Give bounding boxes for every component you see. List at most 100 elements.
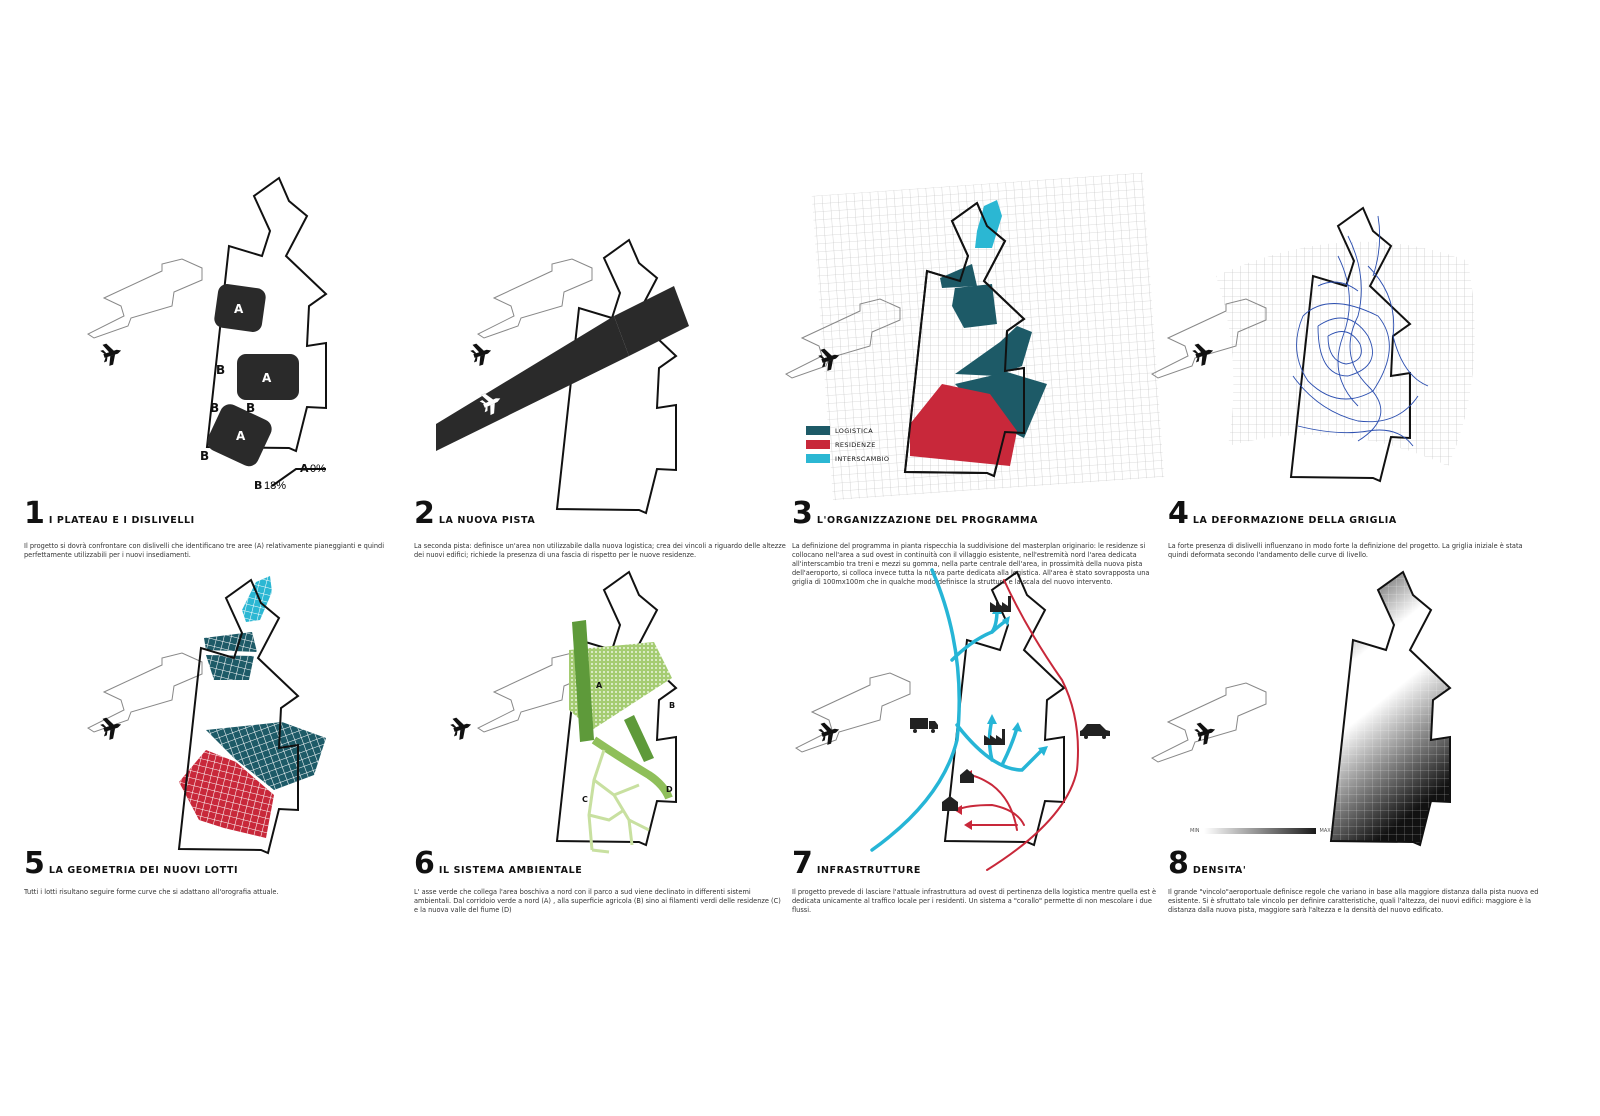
scale-b-label: B <box>254 479 262 492</box>
airplane-icon <box>1190 339 1217 368</box>
legend-swatch <box>806 454 830 463</box>
panel-description: Il progetto si dovrà confrontare con dis… <box>24 542 385 559</box>
logistica-area-3 <box>955 326 1032 376</box>
plateau-a2-label: A <box>262 371 272 385</box>
panel-title: DENSITA' <box>1192 865 1247 876</box>
airplane-icon <box>448 713 475 742</box>
label-b: B <box>669 701 675 710</box>
panel-description: Il progetto prevede di lasciare l'attual… <box>792 888 1157 914</box>
airplane-icon <box>468 339 495 368</box>
deformed-grid-map <box>1151 207 1475 482</box>
airplane-icon <box>98 713 125 742</box>
panel-description: La forte presenza di dislivelli influenz… <box>1168 542 1523 559</box>
slope-b3-label: B <box>246 401 255 415</box>
slope-b4-label: B <box>200 449 209 463</box>
plateau-a2 <box>237 354 299 400</box>
label-c: C <box>582 795 588 804</box>
existing-runway-outline <box>87 258 203 339</box>
legend-min: MIN <box>1190 828 1200 834</box>
legend-residenze: RESIDENZE <box>806 440 889 449</box>
plateau-a3 <box>207 404 272 467</box>
legend-swatch <box>806 426 830 435</box>
new-runway <box>436 316 629 451</box>
plateau-a3-label: A <box>236 429 246 443</box>
label-d: D <box>666 785 673 794</box>
existing-runway-outline <box>1151 682 1267 763</box>
panel-number: 1 <box>24 496 45 531</box>
legend-logistica: LOGISTICA <box>806 426 889 435</box>
panel-number: 3 <box>792 496 813 531</box>
slope-b1-label: B <box>216 363 225 377</box>
panel-title: L'ORGANIZZAZIONE DEL PROGRAMMA <box>816 515 1039 526</box>
legend-max: MAX <box>1319 828 1331 834</box>
logistica-area-2 <box>952 284 997 328</box>
green-filaments <box>587 749 650 854</box>
panel-description: La definizione del programma in pianta r… <box>792 542 1150 586</box>
panel-description: Tutti i lotti risultano seguire forme cu… <box>24 888 279 896</box>
river-valley <box>591 736 673 800</box>
panel-title: LA DEFORMAZIONE DELLA GRIGLIA <box>1192 515 1397 526</box>
label-a: A <box>596 681 603 690</box>
density-legend: MIN MAX <box>1190 828 1331 834</box>
panel-number: 7 <box>792 846 813 881</box>
site-outline <box>944 571 1065 846</box>
airplane-icon <box>98 339 125 368</box>
house-icon <box>942 769 974 811</box>
lots-geometry-map <box>87 576 326 854</box>
existing-runway-outline <box>477 258 593 339</box>
panel-title: LA NUOVA PISTA <box>438 515 536 526</box>
panel-description: L' asse verde che collega l'area boschiv… <box>414 888 781 914</box>
plateau-a1 <box>214 284 266 332</box>
interscambio-area <box>975 200 1002 248</box>
legend-interscambio: INTERSCAMBIO <box>806 454 889 463</box>
program-map <box>785 172 1165 501</box>
new-runway-extension <box>614 286 689 356</box>
slope-scale-line <box>271 468 326 487</box>
green-corridor-north <box>572 620 594 742</box>
agricultural-surface <box>569 642 672 730</box>
panel-title: INFRASTRUTTURE <box>816 865 921 876</box>
density-gradient-bar <box>1203 828 1316 834</box>
factory-icon <box>990 596 1011 612</box>
factory-icon-2 <box>984 729 1005 745</box>
truck-icon <box>910 718 938 733</box>
legend-swatch <box>806 440 830 449</box>
panel-number: 5 <box>24 846 45 881</box>
contour-lines <box>1292 215 1429 447</box>
panel-number: 8 <box>1168 846 1189 881</box>
panel-number: 6 <box>414 846 435 881</box>
scale-flat-value: 0% <box>310 463 326 475</box>
green-corridor-segment <box>624 715 654 762</box>
panel-title: LA GEOMETRIA DEI NUOVI LOTTI <box>48 865 239 876</box>
plateau-map: A A A B B B B A 0% B 18% <box>87 177 327 492</box>
panel-title: IL SISTEMA AMBIENTALE <box>438 865 583 876</box>
infrastructure-map <box>795 568 1110 871</box>
environmental-system-map: A B C D <box>448 571 677 854</box>
existing-runway-outline <box>795 672 911 753</box>
runway-map <box>436 239 689 514</box>
program-legend: LOGISTICA RESIDENZE INTERSCAMBIO <box>806 426 889 468</box>
panel-number: 4 <box>1168 496 1189 531</box>
scale-slope-value: 18% <box>264 480 286 492</box>
panel-description: La seconda pista: definisce un'area non … <box>414 542 786 559</box>
panel-description: Il grande "vincolo"aeroportuale definisc… <box>1168 888 1539 914</box>
plateau-a1-label: A <box>234 302 244 316</box>
slope-b2-label: B <box>210 401 219 415</box>
panel-title: I PLATEAU E I DISLIVELLI <box>48 515 195 526</box>
residenze-area <box>910 384 1017 466</box>
logistica-area-1 <box>940 264 977 288</box>
